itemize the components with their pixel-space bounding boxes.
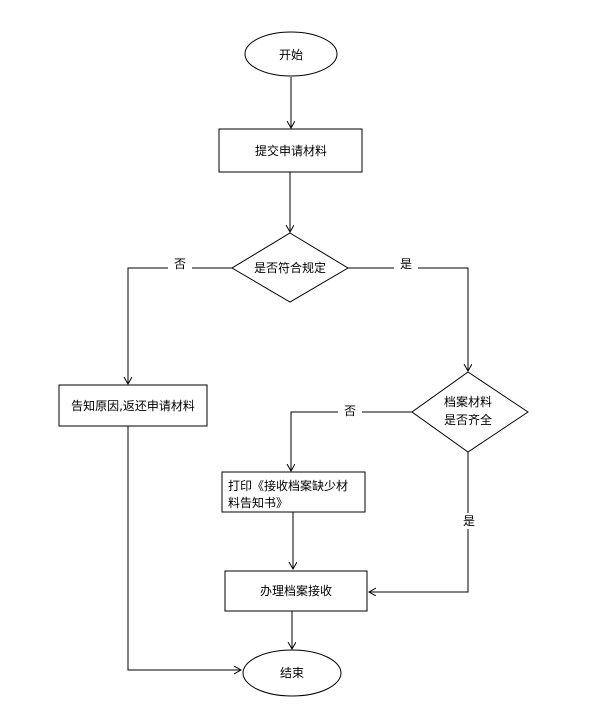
- connector-decision2-no-to-print: [291, 411, 412, 471]
- decision-archive-complete-label: 档案材料 是否齐全: [444, 393, 492, 429]
- edge-label-yes-1: 是: [393, 256, 419, 272]
- connector-decision1-no-to-inform: [128, 267, 232, 384]
- decision-compliance-shape: [231, 232, 349, 303]
- start-terminator-shape: [244, 31, 338, 77]
- connector-decision2-yes-to-handle: [369, 452, 469, 592]
- handle-label: 办理档案接收: [259, 584, 333, 598]
- end-label: 结束: [279, 666, 305, 680]
- process-print-notice-shape: [221, 471, 366, 513]
- edge-label-yes-2: 是: [456, 513, 482, 529]
- inform-label: 告知原因,返还申请材料: [71, 399, 195, 413]
- start-label: 开始: [278, 48, 304, 62]
- process-handle-shape: [224, 570, 368, 612]
- process-submit-shape: [218, 128, 363, 173]
- label-line-1: 打印《接收档案缺少材: [228, 479, 349, 493]
- label-line-1: 档案材料: [443, 395, 493, 409]
- connector-decision1-yes-to-decision2: [348, 267, 468, 371]
- decision-archive-complete-shape: [411, 371, 529, 453]
- decision-compliance-label: 是否符合规定: [253, 261, 327, 275]
- edge-label-no-2: 否: [337, 403, 363, 419]
- process-inform-shape: [58, 384, 208, 427]
- edge-label-no-1: 否: [167, 256, 193, 272]
- connector-inform-to-end: [127, 426, 241, 670]
- end-terminator-shape: [242, 649, 342, 697]
- submit-label: 提交申请材料: [254, 144, 328, 158]
- label-line-2: 是否齐全: [443, 413, 493, 427]
- label-line-2: 料告知书》: [228, 496, 289, 510]
- print-notice-label: 打印《接收档案缺少材 料告知书》: [228, 478, 348, 512]
